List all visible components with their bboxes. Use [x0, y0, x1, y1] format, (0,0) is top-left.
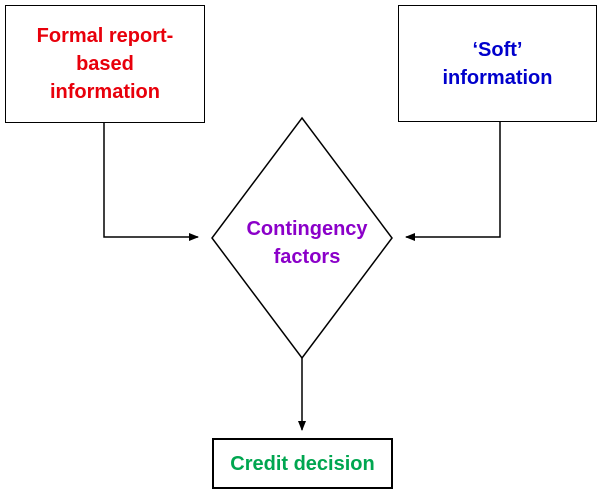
formal-report-node: Formal report-based information: [5, 5, 205, 123]
soft-information-node: ‘Soft’ information: [398, 5, 597, 122]
credit-decision-node: Credit decision: [212, 438, 393, 489]
formal-report-label: Formal report-based information: [36, 25, 174, 103]
contingency-factors-label: Contingency factors: [246, 218, 368, 268]
edge-formal-to-contingency: [103, 123, 199, 241]
soft-information-label: ‘Soft’ information: [442, 38, 553, 89]
edge-soft-to-contingency: [405, 122, 501, 241]
credit-decision-label: Credit decision: [230, 452, 375, 475]
